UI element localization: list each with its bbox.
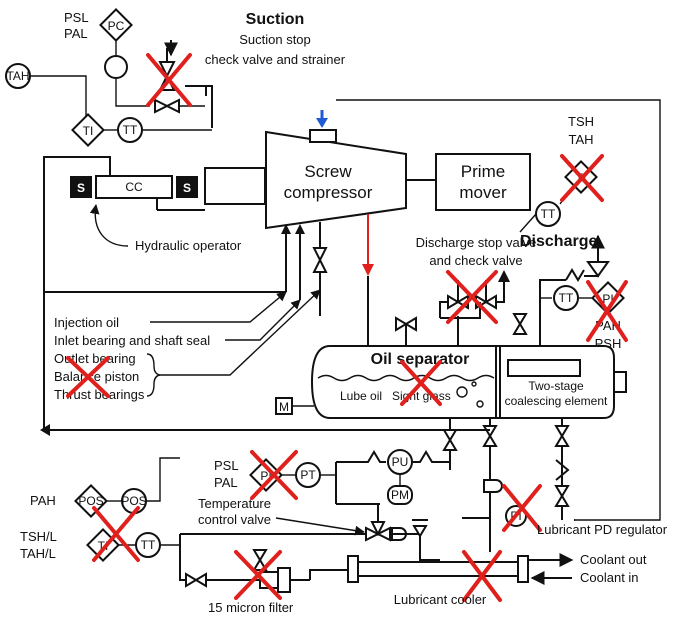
filter-cross: [234, 550, 282, 600]
pi-mid-label: PI: [260, 469, 271, 483]
discharge-title: Discharge: [520, 233, 597, 250]
dsv-label-2: and check valve: [429, 253, 522, 268]
coolant-in-label: Coolant in: [580, 570, 639, 585]
injection-oil-label: Injection oil: [54, 315, 119, 330]
pressure-sensor: [104, 55, 128, 79]
s1-label: S: [77, 181, 85, 195]
m-label: M: [279, 400, 289, 414]
suction-stop-label-1: Suction stop: [239, 32, 311, 47]
pm-label: PM: [391, 488, 409, 502]
two-stage-label-2: coalescing element: [505, 394, 608, 408]
coolant-out-label: Coolant out: [580, 552, 647, 567]
pi-discharge-cross: [586, 280, 628, 342]
temp-cv-label-2: control valve: [198, 512, 271, 527]
ti-left: TI: [71, 113, 105, 147]
coalescing-element: [507, 359, 581, 377]
pi-discharge: PI: [591, 281, 625, 315]
temp-cv-label-1: Temperature: [198, 496, 271, 511]
lubricant-cooler: [357, 561, 519, 577]
pump-motor-pm: [387, 485, 413, 505]
pos1-label: POS: [78, 494, 103, 508]
blue-arrow: [316, 118, 328, 128]
suction-stop-label-2: check valve and strainer: [205, 52, 346, 67]
cooler-end-left: [347, 555, 359, 583]
ti-right-cross: [560, 154, 604, 202]
tah-left-label: TAH: [6, 69, 29, 83]
bypass-valve: [412, 519, 428, 538]
vent-valve: [395, 316, 417, 346]
tshl-label: TSH/L: [20, 529, 57, 544]
ti-low-label: TI: [98, 539, 109, 553]
pt-mid-label: PT: [300, 468, 316, 482]
filter-inline-valve: [252, 549, 268, 580]
psl-mid-label: PSL: [214, 458, 239, 473]
prime-label-2: mover: [459, 183, 507, 202]
suction-cross: [146, 53, 192, 107]
pos2-label: POS: [121, 494, 146, 508]
filter-valve: [185, 572, 207, 588]
lubricant-cooler-label: Lubricant cooler: [394, 592, 487, 607]
tt-left-label: TT: [123, 123, 138, 137]
balance-piston-label: Balance piston: [54, 369, 139, 384]
separator-cross: [400, 360, 442, 406]
pal-mid-label: PAL: [214, 475, 238, 490]
cc-box: [95, 175, 173, 199]
s2-label: S: [183, 181, 191, 195]
cooler-end-right: [517, 555, 529, 583]
pd-regulator-cross: [502, 484, 542, 532]
pi-mid-cross: [250, 450, 298, 500]
lubricant-pd-label: Lubricant PD regulator: [537, 522, 668, 537]
pos-ti-cross: [92, 506, 140, 562]
solenoid-2: [176, 176, 198, 198]
tt-low-label: TT: [141, 538, 156, 552]
screw-compressor: [265, 130, 407, 230]
filter-body-2: [277, 567, 291, 593]
tt-right-label: TT: [541, 207, 556, 221]
pal-top-label: PAL: [64, 26, 88, 41]
hydraulic-label: Hydraulic operator: [135, 238, 242, 253]
filter-label: 15 micron filter: [208, 600, 294, 615]
pah-low-label: PAH: [30, 493, 56, 508]
sight-glass-label: Sight glass: [392, 389, 451, 403]
pu-label: PU: [392, 455, 409, 469]
lube-oil-label: Lube oil: [340, 389, 382, 403]
ti-left-label: TI: [83, 124, 94, 138]
discharge-valve: [439, 270, 510, 346]
tahl-label: TAH/L: [20, 546, 56, 561]
sep-top-valve: [512, 313, 528, 335]
dsv-cross: [446, 270, 498, 324]
prime-mover: [435, 153, 531, 211]
slide-valve-box: [204, 167, 266, 205]
prime-label-1: Prime: [461, 162, 505, 181]
solenoid-1: [70, 176, 92, 198]
red-arrow: [362, 264, 374, 276]
screw-label-2: compressor: [284, 183, 373, 202]
inlet-bearing-label: Inlet bearing and shaft seal: [54, 333, 210, 348]
thrust-bearings-label: Thrust bearings: [54, 387, 145, 402]
discharge-nozzle: [309, 129, 337, 143]
pc-instrument: PC: [99, 8, 133, 42]
pc-label: PC: [108, 19, 125, 33]
pi-mid: PI: [249, 458, 283, 492]
tt-discharge-label: TT: [559, 291, 574, 305]
dsv-label-1: Discharge stop valve: [416, 235, 537, 250]
outlet-bearing-cross: [66, 356, 110, 398]
psl-top-label: PSL: [64, 10, 89, 25]
suction-title: Suction: [246, 11, 305, 28]
pi-discharge-label: PI: [602, 292, 613, 306]
tah-right-label: TAH: [568, 132, 593, 147]
pos-1: POS: [74, 484, 108, 518]
cc-label: CC: [125, 180, 143, 194]
tsh-label: TSH: [568, 114, 594, 129]
cooler-cross: [462, 550, 502, 602]
oil-separator-title: Oil separator: [371, 351, 470, 368]
two-stage-label-1: Two-stage: [528, 379, 584, 393]
screw-label-1: Screw: [304, 162, 352, 181]
